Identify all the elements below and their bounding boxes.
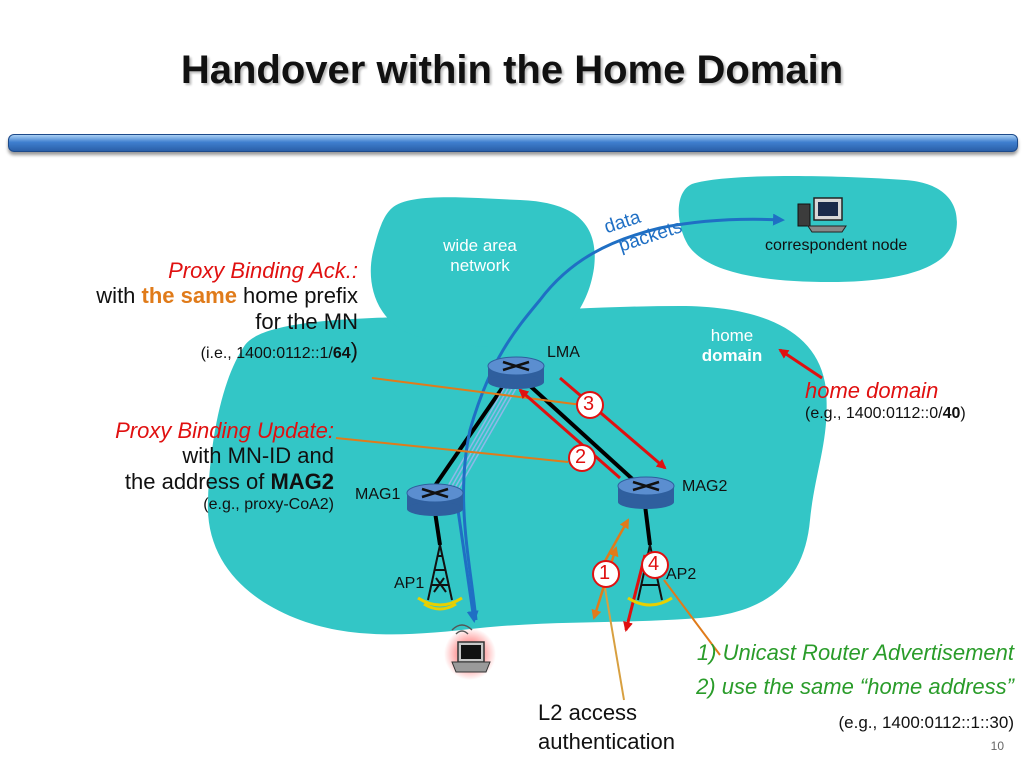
- home-domain-example-post: ): [960, 405, 966, 423]
- leader-step1-l2: [604, 587, 625, 701]
- update-title: Proxy Binding Update:: [115, 418, 334, 443]
- step-2-circle: [568, 444, 596, 472]
- correspondent-node-computer-icon: [797, 197, 847, 233]
- l2-auth-annotation: L2 access authentication: [538, 700, 675, 755]
- home-domain-title: home domain: [805, 378, 939, 403]
- step-1-number: 1: [599, 562, 611, 584]
- wide-area-network-cloud: [370, 197, 595, 347]
- home-domain-example: (e.g., 1400:0112::0/40): [805, 405, 966, 423]
- ack-line2-pre: with: [96, 283, 142, 309]
- data-packets-path: [462, 213, 785, 621]
- leader-step4-desc: [663, 579, 721, 656]
- ack-title: Proxy Binding Ack.:: [168, 258, 358, 283]
- ack-example-bold: 64: [332, 344, 351, 362]
- step-1-description: 1) Unicast Router Advertisement: [696, 640, 1014, 665]
- update-line3-pre: the address of: [124, 468, 271, 494]
- leader-ack: [371, 377, 591, 407]
- step-2-description: 2) use the same “home address”: [696, 674, 1014, 699]
- mobile-node-laptop-icon: [444, 624, 496, 680]
- arrow-step3: [559, 376, 667, 470]
- home-label-line1: home: [710, 326, 754, 345]
- ap1-label: AP1: [394, 575, 425, 592]
- mag1-router-icon: [406, 483, 464, 516]
- ack-example: (i.e., 1400:0112::1/64): [96, 338, 358, 363]
- step-3-circle: [576, 391, 604, 419]
- update-annotation: Proxy Binding Update: with MN-ID and the…: [115, 418, 334, 514]
- lma-label: LMA: [547, 344, 580, 361]
- home-domain-annotation: home domain (e.g., 1400:0112::0/40): [805, 378, 966, 424]
- ack-example-post: ): [350, 337, 358, 363]
- wan-label: wide area network: [420, 236, 540, 275]
- page-number: 10: [990, 739, 1004, 753]
- arrow-home-domain: [778, 348, 823, 380]
- update-line3: the address of MAG2: [115, 469, 334, 494]
- mag1-label: MAG1: [355, 486, 401, 503]
- wan-label-line2: network: [450, 255, 510, 275]
- ack-line2-post: home prefix: [236, 283, 358, 309]
- home-label-line2: domain: [701, 345, 763, 365]
- address-example: (e.g., 1400:0112::1::30): [838, 713, 1014, 732]
- l2-line1: L2 access: [538, 700, 638, 725]
- home-domain-example-pre: (e.g., 1400:0112::0/: [805, 405, 943, 423]
- step-2-number: 2: [575, 446, 587, 468]
- ap2-label: AP2: [666, 566, 697, 583]
- ack-annotation: Proxy Binding Ack.: with the same home p…: [96, 258, 358, 363]
- correspondent-node-label: correspondent node: [765, 237, 908, 254]
- arrow-step2: [518, 388, 621, 480]
- ack-line3: for the MN: [255, 308, 358, 334]
- link-mag1-ap1: [433, 511, 442, 546]
- step-4-number: 4: [648, 553, 660, 575]
- slide-title: Handover within the Home Domain: [180, 48, 844, 92]
- link-mag2-ap2: [643, 504, 652, 546]
- step-1-circle: [592, 560, 620, 588]
- step-3-number: 3: [583, 393, 595, 415]
- leader-update: [335, 437, 569, 463]
- ack-line2: with the same home prefix: [96, 283, 358, 308]
- ap1-antenna-icon: [417, 544, 463, 611]
- update-line3-bold: MAG2: [270, 468, 334, 494]
- step-4-circle: [641, 551, 669, 579]
- mag2-router-icon: [617, 476, 675, 509]
- lma-router-icon: [487, 356, 545, 389]
- wan-label-line1: wide area: [443, 236, 517, 255]
- update-example: (e.g., proxy-CoA2): [203, 495, 334, 513]
- home-domain-cloud-label: home domain: [690, 326, 774, 365]
- title-divider-bar: [8, 134, 1018, 152]
- update-line2: with MN-ID and: [182, 443, 334, 469]
- mag2-label: MAG2: [682, 478, 728, 495]
- home-domain-example-bold: 40: [942, 405, 961, 423]
- ack-line2-emph: the same: [141, 283, 237, 309]
- home-domain-cloud: [207, 306, 827, 635]
- l2-line2: authentication: [538, 729, 675, 755]
- data-packets-down-arrow: [456, 509, 479, 623]
- ack-example-pre: (i.e., 1400:0112::1/: [200, 344, 333, 362]
